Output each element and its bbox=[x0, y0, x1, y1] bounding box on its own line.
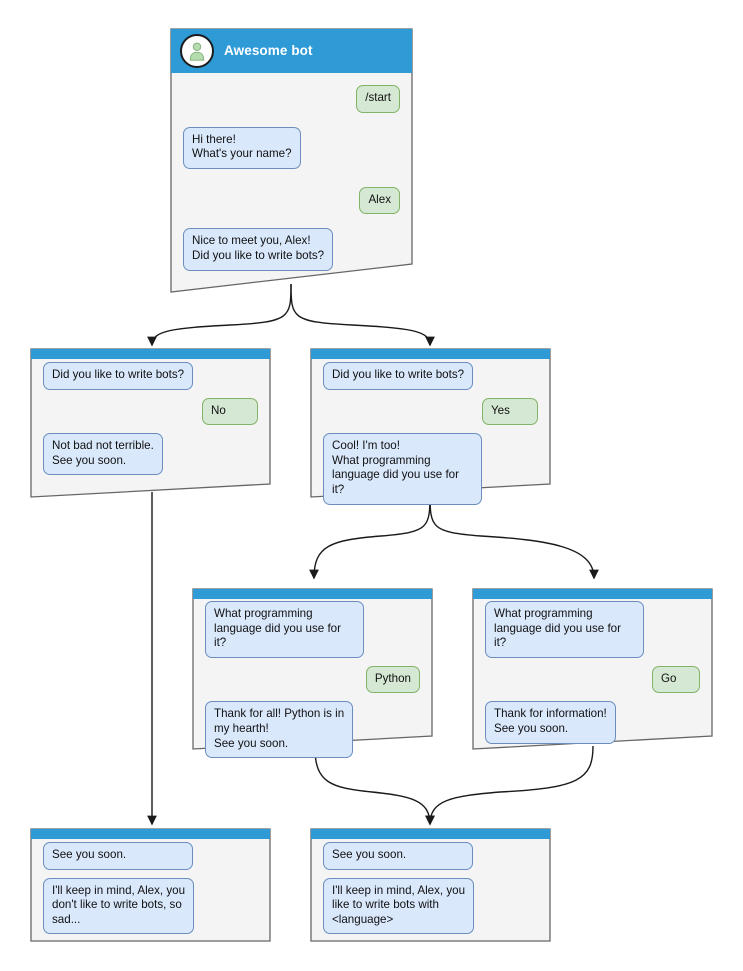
message-bubble: Nice to meet you, Alex! Did you like to … bbox=[183, 228, 334, 271]
message-bubble: I'll keep in mind, Alex, you like to wri… bbox=[323, 877, 475, 935]
message-bubble: Alex bbox=[359, 186, 400, 215]
message-bubble: Thank for information! See you soon. bbox=[485, 701, 616, 744]
message-bubble: Did you like to write bots? bbox=[323, 362, 474, 390]
start-card-content: Awesome bot /start Hi there! What's your… bbox=[170, 28, 413, 271]
yes-branch-card[interactable]: Did you like to write bots? Yes Cool! I'… bbox=[310, 348, 551, 505]
person-icon bbox=[189, 42, 205, 61]
message-bubble: Thank for all! Python is in my hearth! S… bbox=[205, 701, 354, 759]
start-card[interactable]: Awesome bot /start Hi there! What's your… bbox=[170, 28, 413, 293]
message-bubble: What programming language did you use fo… bbox=[205, 601, 365, 658]
go-branch-card-messages: What programming language did you use fo… bbox=[472, 588, 713, 744]
message-bubble: Yes bbox=[482, 397, 538, 426]
go-branch-card-content: What programming language did you use fo… bbox=[472, 588, 713, 744]
start-card-messages: /start Hi there! What's your name? Alex … bbox=[170, 73, 413, 271]
edge-python-to-end-happy bbox=[314, 747, 435, 826]
start-card-header: Awesome bot bbox=[170, 28, 413, 73]
message-bubble: Go bbox=[652, 665, 700, 694]
python-branch-card-messages: What programming language did you use fo… bbox=[192, 588, 433, 759]
message-bubble: Python bbox=[365, 665, 420, 694]
yes-branch-card-messages: Did you like to write bots? Yes Cool! I'… bbox=[310, 348, 551, 505]
message-bubble: See you soon. bbox=[323, 842, 473, 870]
no-branch-card-content: Did you like to write bots? No Not bad n… bbox=[30, 348, 271, 476]
message-bubble: I'll keep in mind, Alex, you don't like … bbox=[43, 877, 195, 935]
end-happy-card-messages: See you soon. I'll keep in mind, Alex, y… bbox=[310, 828, 551, 935]
end-happy-card-content: See you soon. I'll keep in mind, Alex, y… bbox=[310, 828, 551, 935]
end-sad-card-content: See you soon. I'll keep in mind, Alex, y… bbox=[30, 828, 271, 935]
go-branch-card[interactable]: What programming language did you use fo… bbox=[472, 588, 713, 750]
end-sad-card[interactable]: See you soon. I'll keep in mind, Alex, y… bbox=[30, 828, 271, 942]
avatar bbox=[180, 33, 214, 68]
message-bubble: Did you like to write bots? bbox=[43, 362, 194, 390]
no-branch-card[interactable]: Did you like to write bots? No Not bad n… bbox=[30, 348, 271, 498]
message-bubble: Not bad not terrible. See you soon. bbox=[43, 433, 163, 476]
python-branch-card[interactable]: What programming language did you use fo… bbox=[192, 588, 433, 759]
edge-start-to-no bbox=[147, 283, 292, 347]
end-sad-card-messages: See you soon. I'll keep in mind, Alex, y… bbox=[30, 828, 271, 935]
start-card-title: Awesome bot bbox=[224, 43, 313, 58]
end-happy-card[interactable]: See you soon. I'll keep in mind, Alex, y… bbox=[310, 828, 551, 942]
message-bubble: See you soon. bbox=[43, 842, 193, 870]
edge-yes-to-python bbox=[309, 492, 431, 580]
python-branch-card-content: What programming language did you use fo… bbox=[192, 588, 433, 759]
message-bubble: What programming language did you use fo… bbox=[485, 601, 645, 658]
edge-yes-to-go bbox=[429, 492, 599, 580]
edge-go-to-end-happy bbox=[425, 745, 594, 826]
message-bubble: Hi there! What's your name? bbox=[183, 126, 301, 169]
no-branch-card-messages: Did you like to write bots? No Not bad n… bbox=[30, 348, 271, 476]
yes-branch-card-content: Did you like to write bots? Yes Cool! I'… bbox=[310, 348, 551, 505]
message-bubble: Cool! I'm too! What programming language… bbox=[323, 433, 483, 505]
message-bubble: No bbox=[202, 397, 258, 426]
message-bubble: /start bbox=[356, 85, 400, 113]
edge-start-to-yes bbox=[290, 283, 435, 347]
